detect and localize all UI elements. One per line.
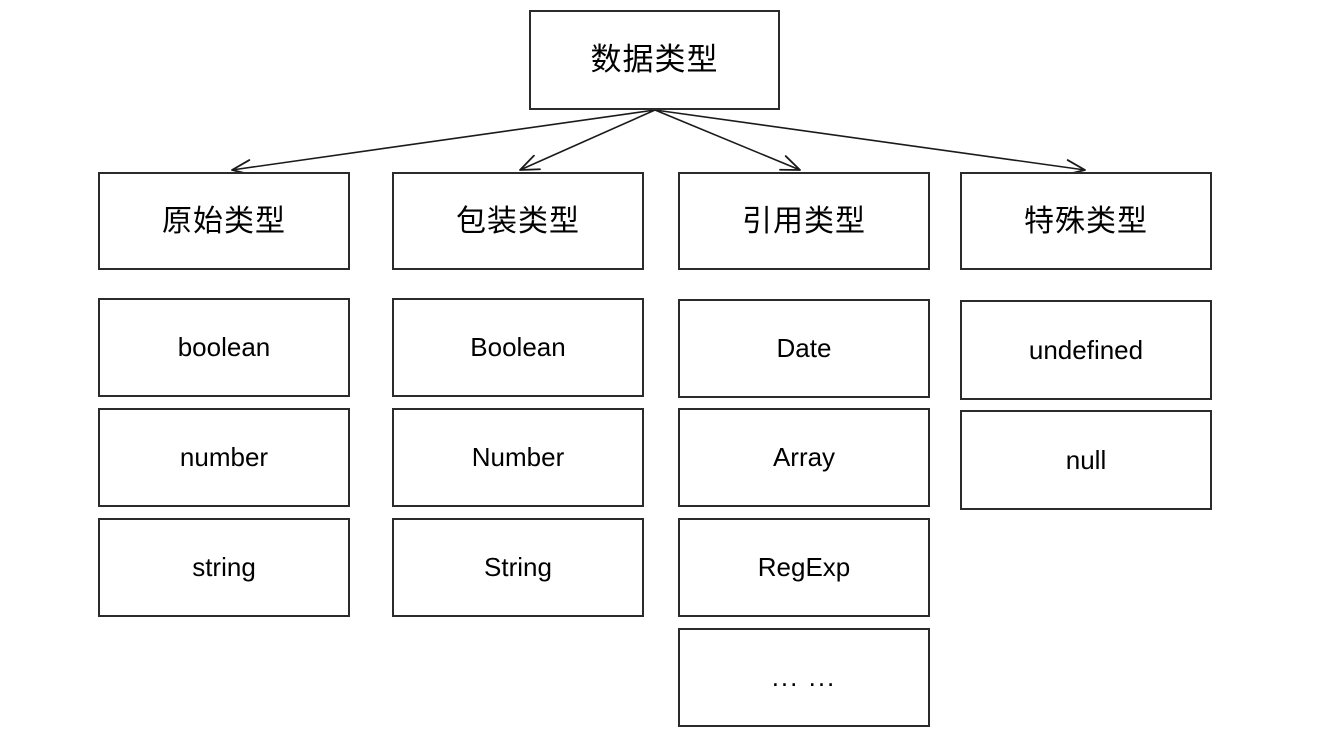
edge-special	[654, 109, 1086, 171]
node-leaf-number-label: number	[179, 442, 269, 473]
node-leaf-null-label: null	[1065, 444, 1107, 475]
node-leaf-boolean[interactable]: boolean	[98, 298, 350, 397]
node-leaf-undefined-label: undefined	[1028, 334, 1144, 365]
node-leaf-null[interactable]: null	[960, 410, 1212, 510]
node-leaf-regexp[interactable]: RegExp	[678, 518, 930, 617]
node-category-primitive[interactable]: 原始类型	[98, 172, 350, 270]
node-root-label: 数据类型	[590, 41, 719, 77]
node-leaf-regexp-label: RegExp	[757, 552, 851, 583]
node-category-reference[interactable]: 引用类型	[678, 172, 930, 270]
node-leaf-array-label: Array	[772, 442, 836, 473]
node-leaf-boolean-wrapper-label: Boolean	[470, 332, 566, 363]
node-leaf-ellipsis-label: ... ...	[771, 662, 837, 693]
node-category-primitive-label: 原始类型	[162, 204, 286, 238]
edge-primitive	[231, 109, 656, 171]
node-category-special[interactable]: 特殊类型	[960, 172, 1212, 270]
node-leaf-string[interactable]: string	[98, 518, 350, 617]
arrowhead-wrapper	[519, 154, 541, 171]
node-leaf-string-wrapper[interactable]: String	[392, 518, 644, 617]
edge-wrapper	[519, 109, 656, 171]
arrowhead-reference	[779, 155, 801, 171]
node-leaf-boolean-wrapper[interactable]: Boolean	[392, 298, 644, 397]
node-root-data-types[interactable]: 数据类型	[529, 10, 780, 110]
node-leaf-ellipsis[interactable]: ... ...	[678, 628, 930, 727]
node-leaf-number-wrapper[interactable]: Number	[392, 408, 644, 507]
node-leaf-array[interactable]: Array	[678, 408, 930, 507]
node-category-reference-label: 引用类型	[742, 204, 866, 238]
node-category-special-label: 特殊类型	[1024, 204, 1148, 238]
node-leaf-number[interactable]: number	[98, 408, 350, 507]
node-leaf-undefined[interactable]: undefined	[960, 300, 1212, 400]
node-category-wrapper[interactable]: 包装类型	[392, 172, 644, 270]
node-leaf-number-wrapper-label: Number	[471, 442, 565, 473]
node-category-wrapper-label: 包装类型	[456, 204, 580, 238]
node-leaf-date-label: Date	[776, 333, 832, 364]
node-leaf-date[interactable]: Date	[678, 299, 930, 398]
node-leaf-string-wrapper-label: String	[484, 552, 552, 583]
edge-reference	[654, 109, 801, 171]
node-leaf-boolean-label: boolean	[177, 332, 271, 363]
node-leaf-string-label: string	[192, 552, 256, 583]
